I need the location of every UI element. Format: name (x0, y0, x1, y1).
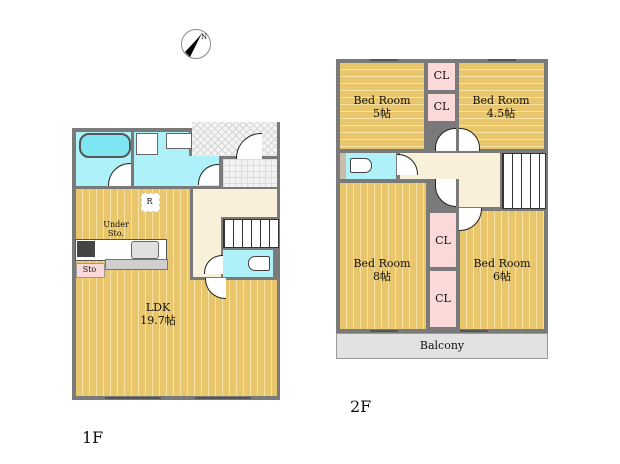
bedroom-4-5jo-name: Bed Room (472, 94, 530, 107)
under-storage-label: Under Sto. (103, 220, 129, 238)
balcony (336, 333, 548, 359)
bedroom-5jo-name: Bed Room (353, 94, 411, 107)
ldk-room-main (76, 280, 277, 396)
bedroom-8jo-size: 8帖 (373, 270, 391, 283)
kitchen-bar (105, 259, 168, 270)
toilet-bowl-1f (248, 256, 270, 271)
stairs-2f (502, 153, 546, 209)
sink-1f (166, 133, 192, 149)
bedroom-8jo-name: Bed Room (353, 257, 411, 270)
refrigerator (141, 193, 160, 212)
bedroom-6jo-size: 6帖 (493, 270, 511, 283)
bedroom-5jo-size: 5帖 (373, 107, 391, 120)
washing-machine (136, 133, 158, 155)
window-1f-bottom-right (195, 397, 251, 399)
closet-3-label: CL (435, 234, 451, 247)
stairs-1f (223, 219, 279, 248)
stove (77, 241, 95, 257)
window-bed-8jo (370, 330, 398, 332)
bedroom-4-5jo-size: 4.5帖 (486, 107, 516, 120)
north-arrow-icon: N (181, 29, 211, 59)
closet-2-label: CL (433, 100, 450, 113)
floor1-label: 1F (82, 428, 104, 447)
refrigerator-label: R (146, 197, 153, 206)
closet-3 (430, 213, 456, 267)
closet-4 (430, 271, 456, 327)
wall-bath-wash (131, 128, 134, 186)
hall-2f-lower (459, 179, 500, 207)
closet-4-label: CL (435, 292, 451, 305)
bedroom-5jo (340, 63, 424, 149)
storage-label: Sto (82, 265, 97, 274)
window-1f-bottom-left (105, 397, 161, 399)
ldk-size: 19.7帖 (140, 314, 176, 327)
hall-1f (193, 189, 277, 217)
entrance (223, 159, 277, 187)
closet-2 (428, 94, 455, 121)
toilet-bowl-2f (350, 158, 372, 173)
balcony-label: Balcony (419, 339, 465, 352)
bathtub (79, 133, 131, 158)
porch-wall (277, 122, 280, 162)
kitchen-sink (131, 241, 159, 259)
bedroom-6jo-name: Bed Room (473, 257, 531, 270)
bedroom-6jo (460, 211, 544, 329)
closet-1-label: CL (433, 69, 450, 82)
svg-text:N: N (201, 33, 207, 41)
window-bed-6jo (460, 330, 488, 332)
closet-1 (428, 63, 455, 90)
toilet-wall-tan (340, 153, 346, 179)
window-bed-5jo (370, 59, 398, 61)
bedroom-8jo (340, 183, 426, 329)
compass: N (180, 28, 212, 60)
floor2-label: 2F (350, 397, 372, 416)
ldk-name: LDK (145, 301, 171, 314)
window-bed-4-5jo (488, 59, 516, 61)
storage-box (76, 263, 105, 278)
